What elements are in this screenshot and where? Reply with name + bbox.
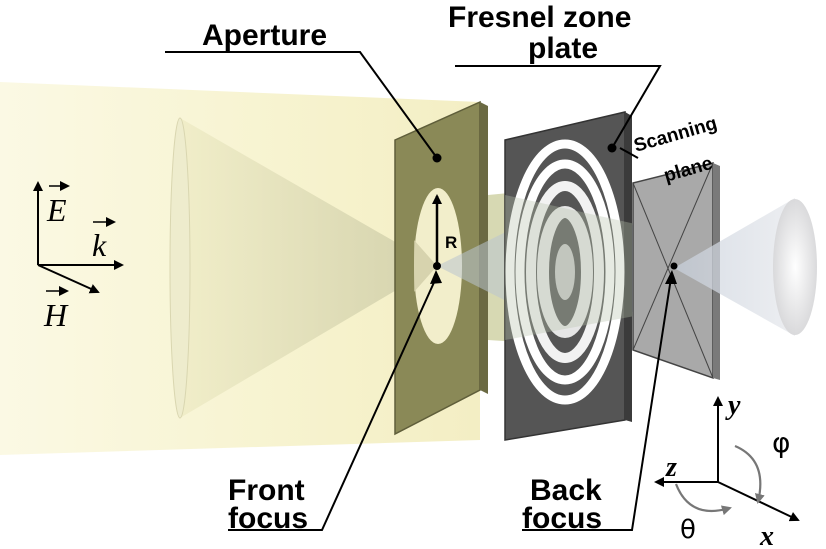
h-vector-label: H (43, 297, 69, 333)
phi-label: φ (772, 426, 790, 459)
theta-label: θ (680, 515, 696, 545)
e-vector-label: E (46, 192, 67, 228)
back-focus-label-line2: focus (522, 502, 602, 535)
front-focus-leader-arrow (430, 270, 442, 284)
cone-through-opening (414, 240, 437, 292)
z-axis-label: z (665, 452, 677, 483)
angle-arcs (674, 444, 765, 516)
front-focus-label-line1: Front (228, 474, 305, 507)
x-axis-label: x (759, 521, 774, 549)
zone-center (555, 244, 575, 300)
scanning-label-line1: Scanning (632, 113, 720, 157)
aperture-label: Aperture (202, 19, 327, 52)
coordinate-axes (654, 396, 800, 522)
back-focus-label-line1: Back (530, 474, 602, 507)
back-focus-leader-arrow (665, 270, 677, 284)
cone-base (169, 117, 191, 419)
field-vectors (33, 181, 124, 294)
outgoing-cone (674, 198, 795, 336)
radius-label: R (445, 233, 457, 252)
y-axis-label: y (725, 390, 741, 421)
zone-rings (505, 139, 625, 405)
aperture-leader-dot (432, 153, 442, 163)
beam-over-plate (505, 195, 640, 340)
back-focus-point (670, 262, 678, 270)
front-focus-label-line2: focus (228, 502, 308, 535)
fresnel-label-line2: plate (528, 32, 598, 65)
outgoing-cone-base (773, 199, 817, 335)
converging-cone (180, 118, 437, 418)
fresnel-label-line1: Fresnel zone (448, 1, 631, 34)
leader-lines (165, 51, 672, 531)
zone-plate-edge (625, 112, 632, 422)
fresnel-leader-dot (607, 143, 617, 153)
k-vector-label: k (92, 227, 107, 263)
